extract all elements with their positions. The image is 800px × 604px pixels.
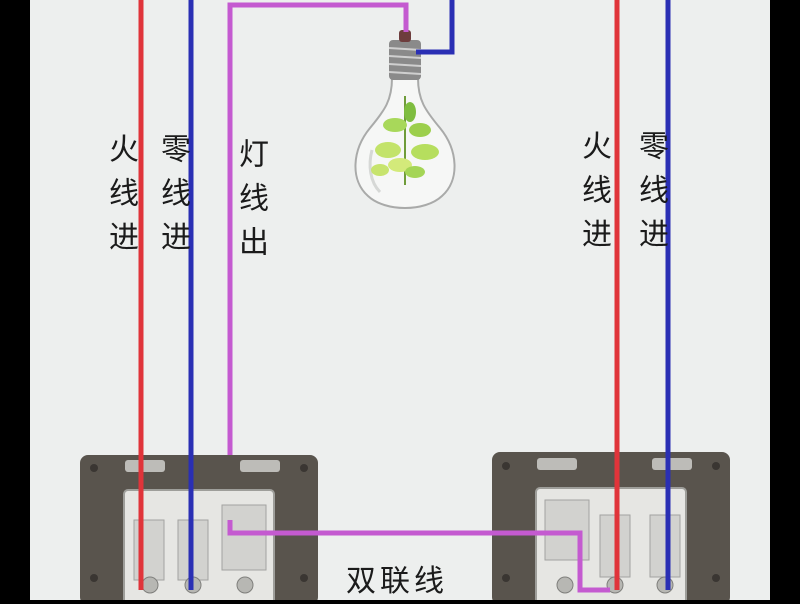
left-live-in-label: 火线进 xyxy=(103,133,138,265)
lamp-wire-top xyxy=(227,2,409,520)
wall-switch-icon xyxy=(492,452,730,604)
traveler-wire xyxy=(227,520,560,536)
left-neutral-in-label: 零线进 xyxy=(155,133,190,265)
wall-switch-icon xyxy=(80,455,318,604)
bulb-highlight xyxy=(368,149,382,194)
bulb-neutral-wire xyxy=(416,0,455,55)
traveler-wire-right-drop xyxy=(560,530,610,593)
left-lamp-out-label: 灯线出 xyxy=(233,138,268,270)
bulb-cap xyxy=(388,30,422,80)
plant-inside-bulb xyxy=(371,96,439,185)
right-live-in-label: 火线进 xyxy=(576,130,611,262)
left-switch-mount-top xyxy=(125,460,165,472)
right-neutral-in-label: 零线进 xyxy=(633,130,668,262)
light-bulb-icon xyxy=(354,30,456,209)
traveler-wire-label: 双联线 xyxy=(346,564,448,599)
